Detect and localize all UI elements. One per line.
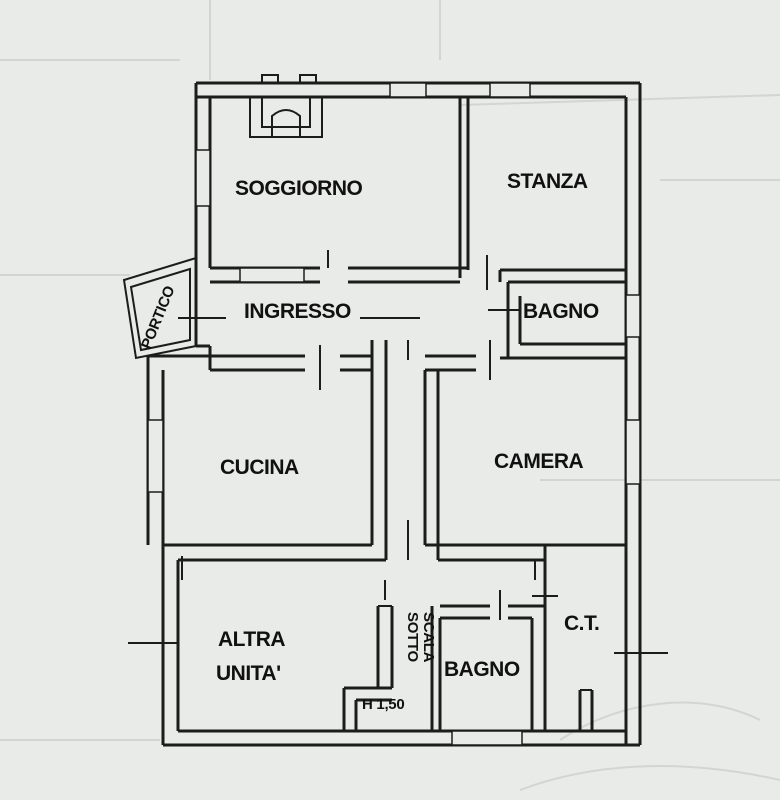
room-label-ingresso: INGRESSO bbox=[244, 300, 351, 323]
room-label-ct: C.T. bbox=[564, 612, 599, 635]
room-label-unita: UNITA' bbox=[216, 662, 281, 685]
room-label-bagno-top: BAGNO bbox=[523, 300, 599, 323]
room-label-soggiorno: SOGGIORNO bbox=[235, 177, 363, 200]
room-label-stanza: STANZA bbox=[507, 170, 588, 193]
portico bbox=[122, 256, 197, 360]
room-label-sotto: SOTTO bbox=[404, 612, 421, 663]
height-note: H 1,50 bbox=[362, 696, 404, 713]
fireplace bbox=[249, 74, 323, 138]
room-label-scala: SCALA bbox=[420, 612, 437, 663]
room-label-cucina: CUCINA bbox=[220, 456, 299, 479]
windows bbox=[147, 82, 641, 746]
room-label-camera: CAMERA bbox=[494, 450, 583, 473]
interior-walls bbox=[163, 97, 626, 731]
room-label-bagno-bottom: BAGNO bbox=[444, 658, 520, 681]
room-label-altra: ALTRA bbox=[218, 628, 285, 651]
door-marks bbox=[128, 250, 668, 654]
room-label-portico: PORTICO bbox=[138, 283, 179, 351]
